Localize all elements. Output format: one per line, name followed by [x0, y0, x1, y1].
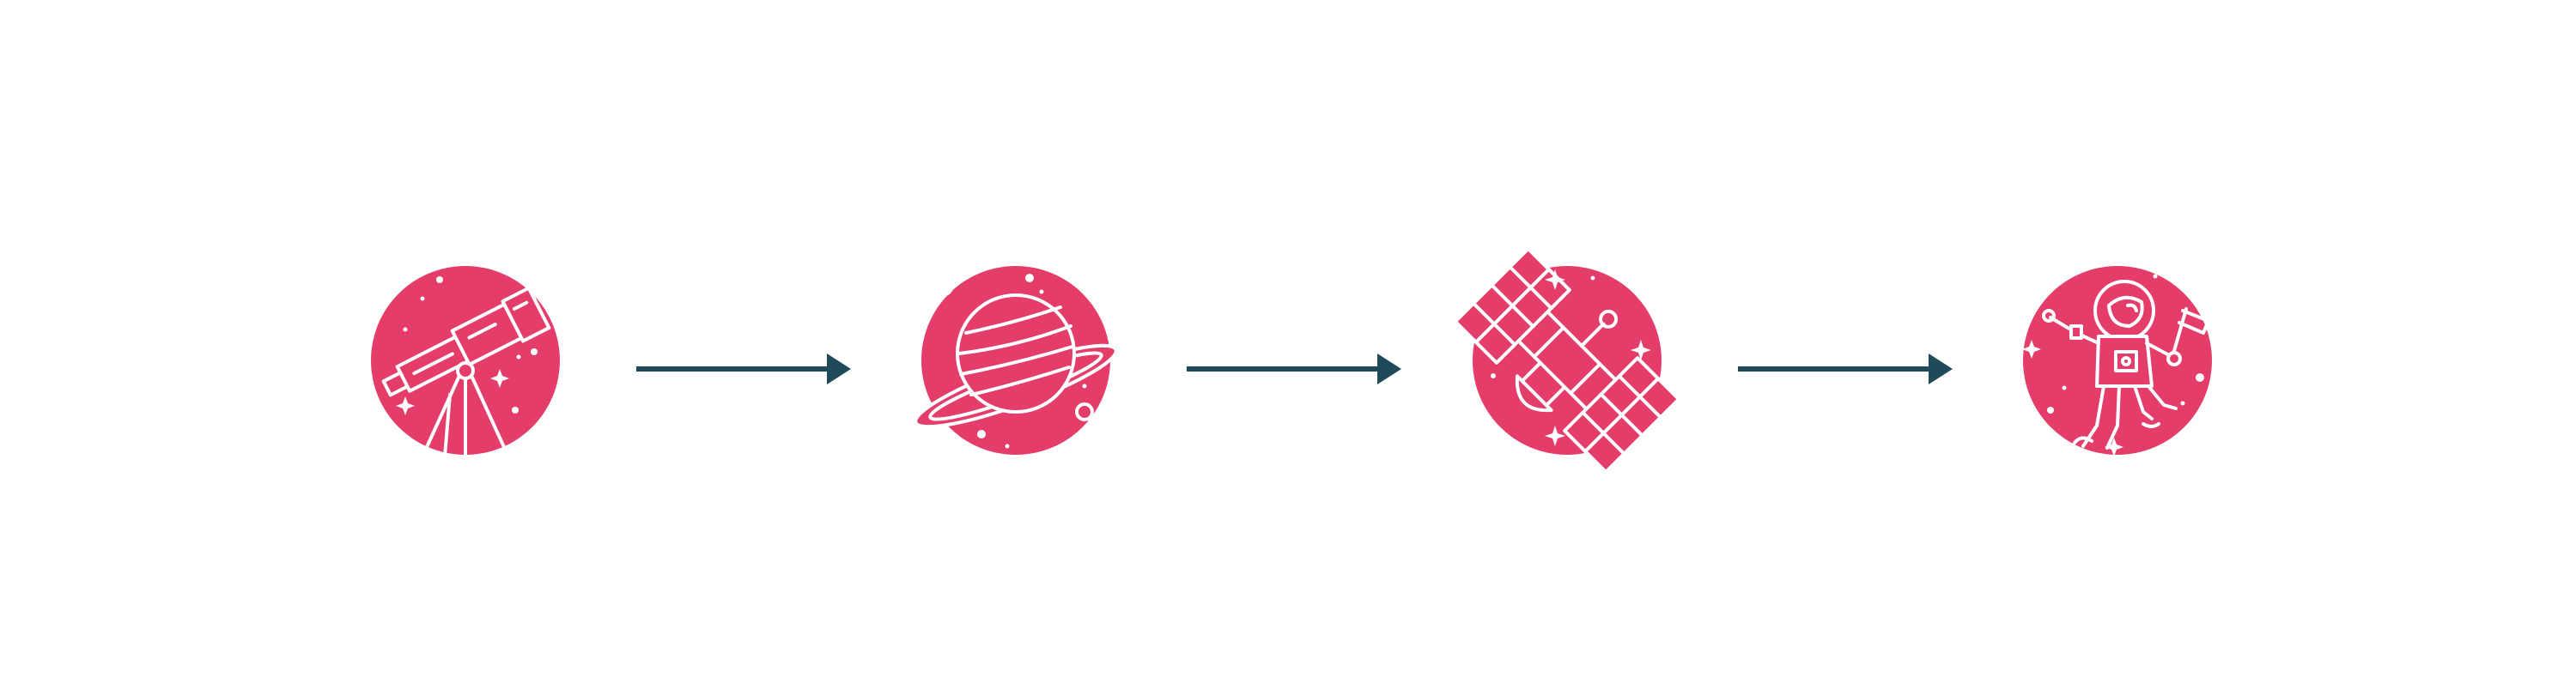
step-ringed-planet [913, 257, 1119, 465]
telescope-icon [371, 266, 560, 462]
step-satellite [1453, 246, 1681, 475]
ringed-planet-icon [914, 266, 1118, 465]
satellite-icon [1453, 246, 1681, 475]
step-telescope [362, 257, 568, 463]
step-astronaut [2014, 257, 2221, 463]
astronaut-icon [2022, 266, 2212, 460]
arrow-right-icon [1733, 352, 1956, 386]
arrow-right-icon [1182, 352, 1405, 386]
arrow-right-icon [631, 352, 854, 386]
